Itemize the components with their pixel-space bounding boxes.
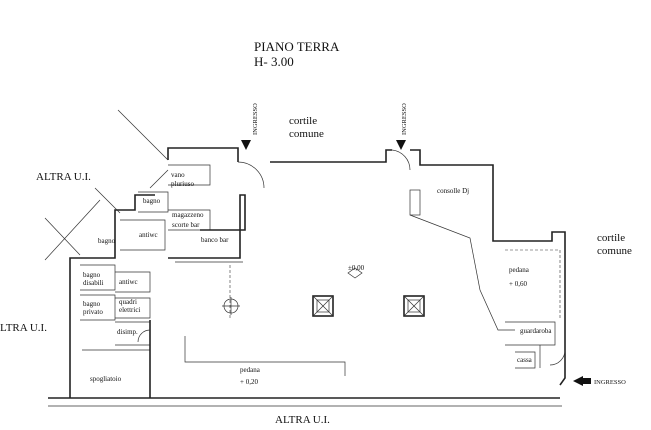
arrow-down-icon-left — [241, 140, 251, 150]
columns — [312, 295, 425, 317]
cortile-right-label-1: cortile — [597, 232, 625, 244]
room-quadri-1: quadri — [119, 298, 137, 306]
room-pedana-right-1: pedana — [509, 266, 530, 274]
cortile-label-1: cortile — [289, 115, 317, 127]
room-pedana-right-2: + 0,60 — [509, 280, 527, 288]
room-bagno-privato-1: bagno — [83, 300, 101, 308]
entry-arrows — [241, 140, 591, 386]
level-center-label: ±0,00 — [348, 264, 365, 272]
ingresso-label-right: INGRESSO — [594, 379, 626, 386]
room-antiwc-low: antiwc — [119, 278, 138, 286]
interior-walls — [80, 164, 556, 398]
room-bagno-mid: bagno — [98, 237, 116, 245]
ingresso-label-top-mid: INGRESSO — [401, 103, 408, 135]
altra-ui-bottom-label: ALTRA U.I. — [275, 414, 330, 426]
ingresso-label-top-left: INGRESSO — [252, 103, 259, 135]
room-pedana-bottom-1: pedana — [240, 366, 261, 374]
room-quadri-2: elettrici — [119, 306, 140, 314]
room-spogliatoio: spogliatoio — [90, 375, 122, 383]
room-bagno-privato-2: privato — [83, 308, 103, 316]
room-magazzeno-1: magazzeno — [172, 211, 204, 219]
door-swings — [137, 149, 566, 366]
room-antiwc-top: antiwc — [139, 231, 158, 239]
room-guardaroba: guardaroba — [520, 327, 552, 335]
room-magazzeno-2: scorte bar — [172, 221, 200, 229]
room-consolle: consolle Dj — [437, 187, 469, 195]
cortile-right-label-2: comune — [597, 245, 632, 257]
altra-ui-left-label: LTRA U.I. — [0, 322, 47, 334]
room-vano-2: pluriuso — [171, 180, 194, 188]
arrow-left-icon-right — [573, 376, 583, 386]
room-banco-bar: banco bar — [201, 236, 229, 244]
altra-ui-top-label: ALTRA U.I. — [36, 171, 91, 183]
room-bagno-top: bagno — [143, 197, 161, 205]
outer-walls — [44, 109, 566, 407]
room-bagno-disabili-2: disabili — [83, 279, 104, 287]
room-disimp: disimp. — [117, 328, 138, 336]
plan-height: H- 3.00 — [254, 54, 294, 69]
room-cassa: cassa — [517, 356, 533, 364]
crosshair-symbol — [222, 297, 240, 315]
room-vano-1: vano — [171, 171, 185, 179]
room-bagno-disabili-1: bagno — [83, 271, 101, 279]
room-pedana-bottom-2: + 0,20 — [240, 378, 258, 386]
cortile-label-2: comune — [289, 128, 324, 140]
pedana-outline — [229, 249, 561, 320]
level-marker-icon — [347, 267, 363, 279]
plan-title: PIANO TERRA — [254, 39, 340, 54]
arrow-down-icon-mid — [396, 140, 406, 150]
